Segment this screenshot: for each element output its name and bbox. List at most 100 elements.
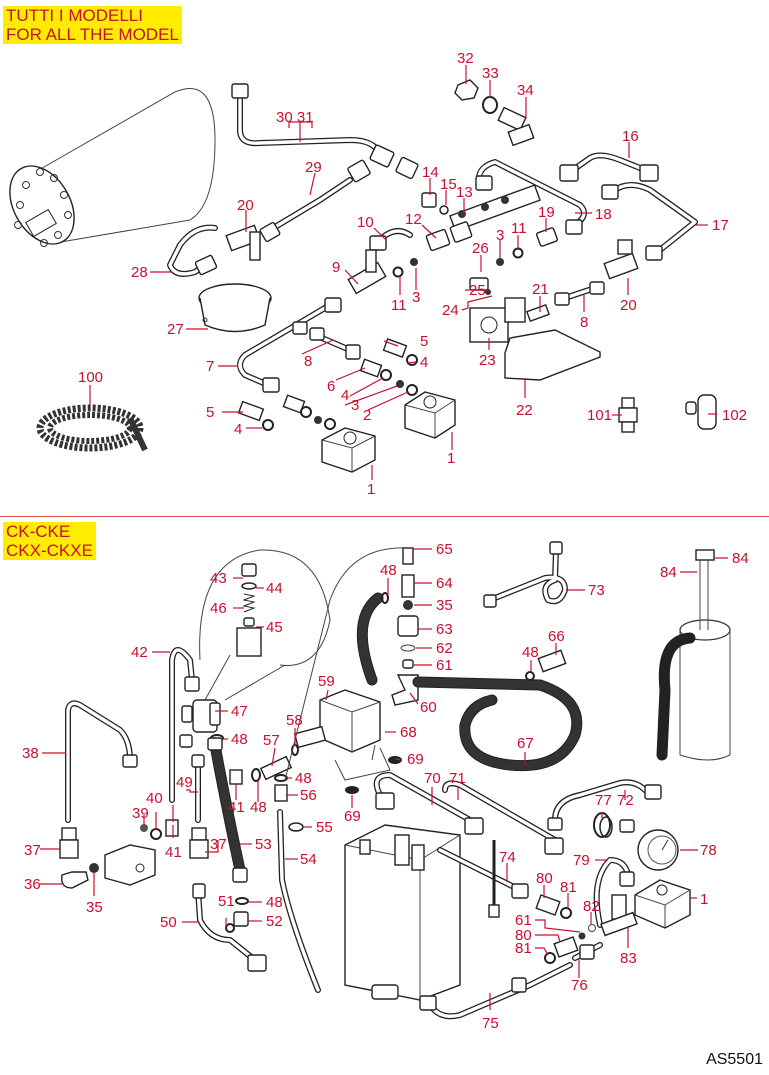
fitting-37-right (189, 827, 209, 859)
callout-label: 81 (515, 940, 532, 957)
pipe-7 (237, 297, 342, 393)
block-47 (181, 699, 221, 733)
ring-48-bottom (235, 897, 249, 905)
callout-label: 60 (420, 699, 437, 716)
callout-label: 74 (499, 849, 516, 866)
bracket-27 (198, 283, 272, 333)
pipe-30-31 (231, 83, 419, 180)
callout-label: 37 (210, 836, 227, 853)
tube-54 (277, 809, 321, 993)
tee-83 (600, 894, 638, 937)
nut-35-left (89, 863, 99, 873)
callout-label: 13 (456, 184, 473, 201)
tee-64 (401, 574, 415, 598)
callout-label: 22 (516, 402, 533, 419)
ring-48-top (381, 592, 389, 604)
ring-11 (392, 266, 404, 278)
pipe-72 (547, 779, 662, 831)
hose-pump-inlet (356, 592, 384, 686)
callout-label: 46 (210, 600, 227, 617)
rubber-feet-69 (345, 756, 402, 794)
callout-label: 35 (86, 899, 103, 916)
fitting-6 (359, 358, 383, 378)
pump-bracket-68 (334, 744, 391, 781)
washer-62 (400, 644, 416, 652)
fitting-80-top (535, 894, 561, 916)
callout-label: 20 (237, 197, 254, 214)
callout-label: 48 (295, 770, 312, 787)
callout-label: 43 (210, 570, 227, 587)
valve-20-left (225, 224, 261, 261)
callout-label: 62 (436, 640, 453, 657)
braided-hose-53 (207, 737, 248, 883)
ring-82 (588, 924, 596, 932)
coil-77 (593, 812, 635, 838)
callout-label: 78 (700, 842, 717, 859)
pipe-28 (167, 224, 218, 277)
leader-lines (40, 65, 728, 1010)
hose-67 (412, 676, 583, 772)
callout-label: 71 (449, 770, 466, 787)
document-code: AS5501 (706, 1051, 763, 1068)
valve-20-right (603, 239, 639, 280)
callout-label: 33 (482, 65, 499, 82)
ring-4-left (262, 419, 274, 431)
callout-label: 77 (595, 792, 612, 809)
section-tag-line: CK-CKE (6, 522, 71, 541)
bracket-22 (504, 329, 601, 381)
callout-label: 67 (517, 735, 534, 752)
callout-label: 18 (595, 206, 612, 223)
elbow-41-left (165, 819, 179, 837)
elbow-21 (525, 303, 551, 323)
callout-label: 1 (367, 481, 375, 498)
callout-label: 65 (436, 541, 453, 558)
callout-label: 23 (479, 352, 496, 369)
callout-label: 10 (357, 214, 374, 231)
pipe-79 (593, 857, 635, 928)
fitting-80-bottom (553, 936, 579, 958)
callout-label: 79 (573, 852, 590, 869)
fitting-37-left (59, 827, 79, 859)
nut-35-mid (403, 600, 413, 610)
callout-label: 39 (132, 805, 149, 822)
callout-label: 1 (447, 450, 455, 467)
clip-55 (288, 822, 304, 832)
elbow-34 (497, 106, 535, 147)
callout-label: 36 (24, 876, 41, 893)
callout-label: 56 (300, 787, 317, 804)
tube-65-loop (284, 547, 409, 781)
tank-bottom-fitting (371, 984, 399, 1000)
ring-48-mid (251, 768, 261, 782)
callout-label: 57 (263, 732, 280, 749)
elbow-60 (391, 674, 419, 706)
callout-label: 40 (146, 790, 163, 807)
heating-element-84 (656, 549, 731, 761)
callout-label: 58 (286, 712, 303, 729)
callout-label: 48 (522, 644, 539, 661)
section-tag-line: CKX-CKXE (6, 541, 93, 560)
callout-label: 42 (131, 644, 148, 661)
callout-labels-bottom: 43 44 46 45 42 47 48 38 49 40 39 41 37 3… (22, 541, 749, 1032)
callout-label: 8 (304, 353, 312, 370)
spiral-hose-100 (36, 404, 148, 452)
ring-81-top (560, 907, 572, 919)
callout-label: 63 (436, 621, 453, 638)
callout-label: 26 (472, 240, 489, 257)
callout-label: 25 (469, 282, 486, 299)
callout-label: 9 (332, 259, 340, 276)
callout-label: 29 (305, 159, 322, 176)
tee-9-and-10 (347, 228, 413, 295)
callout-label: 41 (228, 799, 245, 816)
tank (344, 824, 461, 1001)
solenoid-valve (104, 844, 156, 886)
callout-label: 52 (266, 913, 283, 930)
callout-label: 17 (712, 217, 729, 234)
rings-small (300, 369, 418, 430)
callout-label: 6 (327, 378, 335, 395)
pipe-76 (572, 942, 603, 961)
pipe-42 (169, 647, 200, 803)
callout-label: 100 (78, 369, 103, 386)
callout-label: 4 (341, 387, 349, 404)
callout-label: 48 (266, 894, 283, 911)
callout-label: 50 (160, 914, 177, 931)
